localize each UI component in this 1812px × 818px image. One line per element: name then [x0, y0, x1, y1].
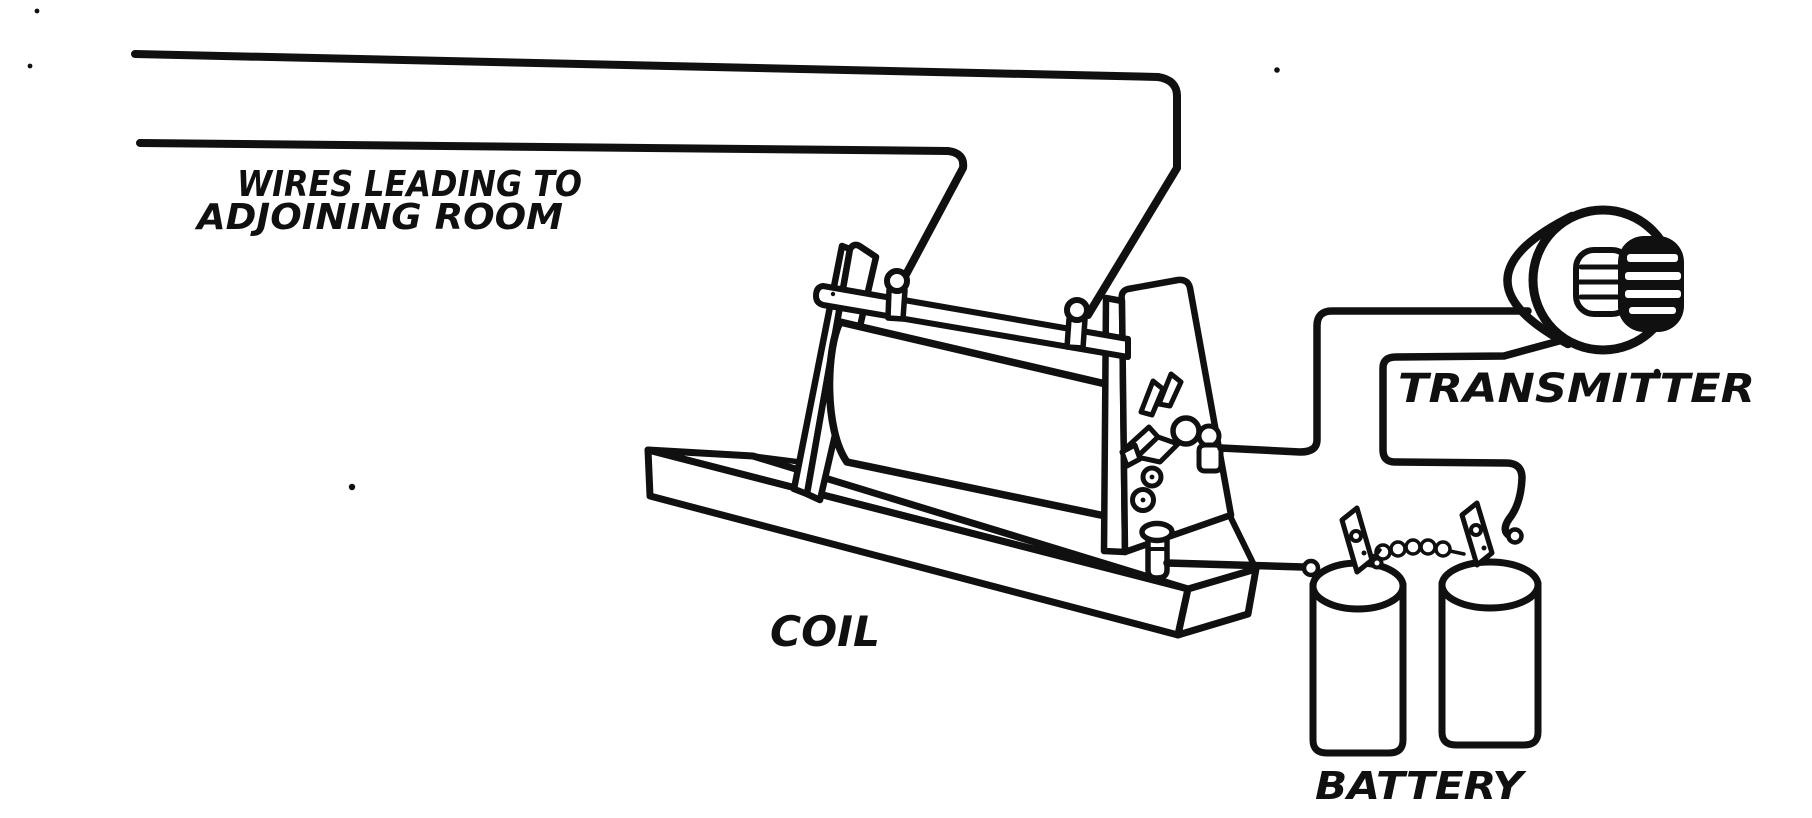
vibrator-interrupter: [1119, 371, 1224, 513]
label-wires-line2: ADJOINING ROOM: [194, 197, 563, 238]
base-post-body: [1145, 533, 1170, 581]
clamp-dot: [1481, 545, 1487, 551]
binding-post-right: [1064, 297, 1090, 351]
circuit-wires: [1163, 307, 1563, 578]
side-binding-post-body: [1196, 442, 1224, 474]
contact-screw-head: [1170, 415, 1202, 447]
diagram-labels: WIRES LEADING TO ADJOINING ROOM COIL TRA…: [194, 164, 1755, 808]
coiled-wire-loop: [1419, 538, 1437, 556]
screw-dot: [1140, 497, 1146, 503]
binding-post-eye: [884, 268, 910, 294]
vibrator-bracket: [1156, 371, 1184, 409]
dry-cell-right: [1438, 500, 1542, 749]
cell-body: [1438, 579, 1542, 749]
bar-dot: [830, 291, 836, 297]
dry-cell-left: [1309, 505, 1407, 757]
binding-post-stem: [885, 287, 908, 322]
label-wires-line1: WIRES LEADING TO: [237, 164, 582, 205]
coil-base: [644, 446, 1260, 639]
primary-wire-top: [131, 50, 1181, 319]
bar-dot: [824, 302, 830, 308]
transmitter-mouthpiece: [1573, 236, 1684, 332]
primary-wires: [131, 50, 1181, 319]
label-battery: BATTERY: [1315, 764, 1527, 808]
wire-eyelet: [1301, 558, 1321, 578]
print-speckles: [27, 8, 1661, 491]
coil-cylinder: [825, 318, 1114, 521]
wire-coil-to-battery: [1163, 559, 1307, 571]
base-right-end: [1174, 565, 1260, 639]
base-binding-post: [1139, 520, 1175, 581]
clamp-hole: [1349, 529, 1363, 543]
coiled-wire-hook: [1448, 549, 1466, 556]
binding-post-eye: [1064, 297, 1090, 323]
battery-cells: [1309, 500, 1542, 757]
binding-post-stem: [1064, 316, 1088, 351]
label-transmitter: TRANSMITTER: [1398, 366, 1755, 412]
base-back-edge-right: [1227, 513, 1259, 572]
transmitter-back-rim: [1503, 211, 1577, 349]
induction-coil: [644, 241, 1260, 639]
clamp-hole: [1469, 523, 1483, 537]
coil-top-bar: [813, 268, 1131, 360]
coiled-wire-loop: [1404, 538, 1422, 556]
base-top-edge-under-cylinder: [828, 493, 1081, 564]
transmitter: [1503, 205, 1684, 355]
mouthpiece-knob: [1618, 236, 1684, 332]
primary-wire-bottom: [136, 139, 968, 286]
clamp-dot: [1361, 550, 1367, 556]
cell-top: [1438, 558, 1542, 612]
board-dot: [1164, 452, 1170, 458]
knob-hatching: [1625, 254, 1681, 314]
cell-connecting-coil-wire: [1369, 538, 1466, 561]
wire-transmitter-to-battery: [1379, 337, 1563, 540]
wire-coil-to-transmitter: [1217, 307, 1532, 456]
coiled-wire-loop: [1434, 540, 1452, 558]
binding-post-left: [884, 268, 910, 322]
wire-eyelet: [1506, 527, 1524, 545]
label-coil: COIL: [770, 607, 880, 656]
vibrator-armature: [1119, 442, 1143, 469]
coil-right-board: [1100, 276, 1235, 556]
coiled-wire-loop: [1389, 540, 1407, 558]
cell-body: [1309, 580, 1407, 757]
screw-dot: [1149, 474, 1155, 480]
clamp-screw: [1370, 556, 1384, 570]
base-post-cap: [1139, 520, 1175, 544]
